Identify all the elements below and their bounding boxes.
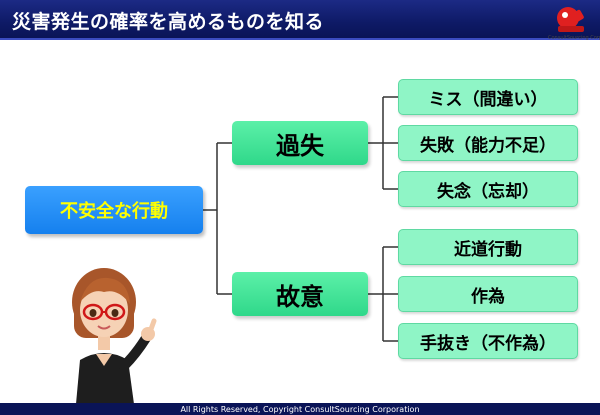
leaf-node: ミス（間違い） <box>398 79 578 115</box>
copyright-text: All Rights Reserved, Copyright ConsultSo… <box>180 405 420 414</box>
branch-node-intentional: 故意 <box>232 272 368 316</box>
leaf-node: 失念（忘却） <box>398 171 578 207</box>
company-logo-icon <box>557 7 584 32</box>
footer-bar <box>0 403 600 415</box>
header-bar: 災害発生の確率を高めるものを知る ConsultSourcing Corp. <box>0 0 600 41</box>
leaf-node: 失敗（能力不足） <box>398 125 578 161</box>
leaf-node: 手抜き（不作為） <box>398 323 578 359</box>
leaf-node: 作為 <box>398 276 578 312</box>
root-node: 不安全な行動 <box>25 186 203 234</box>
character-illustration <box>72 268 157 404</box>
logo-caption: ConsultSourcing Corp. <box>548 35 600 41</box>
leaf-node: 近道行動 <box>398 229 578 265</box>
branch-node-negligence: 過失 <box>232 121 368 165</box>
page-title: 災害発生の確率を高めるものを知る <box>12 11 325 33</box>
